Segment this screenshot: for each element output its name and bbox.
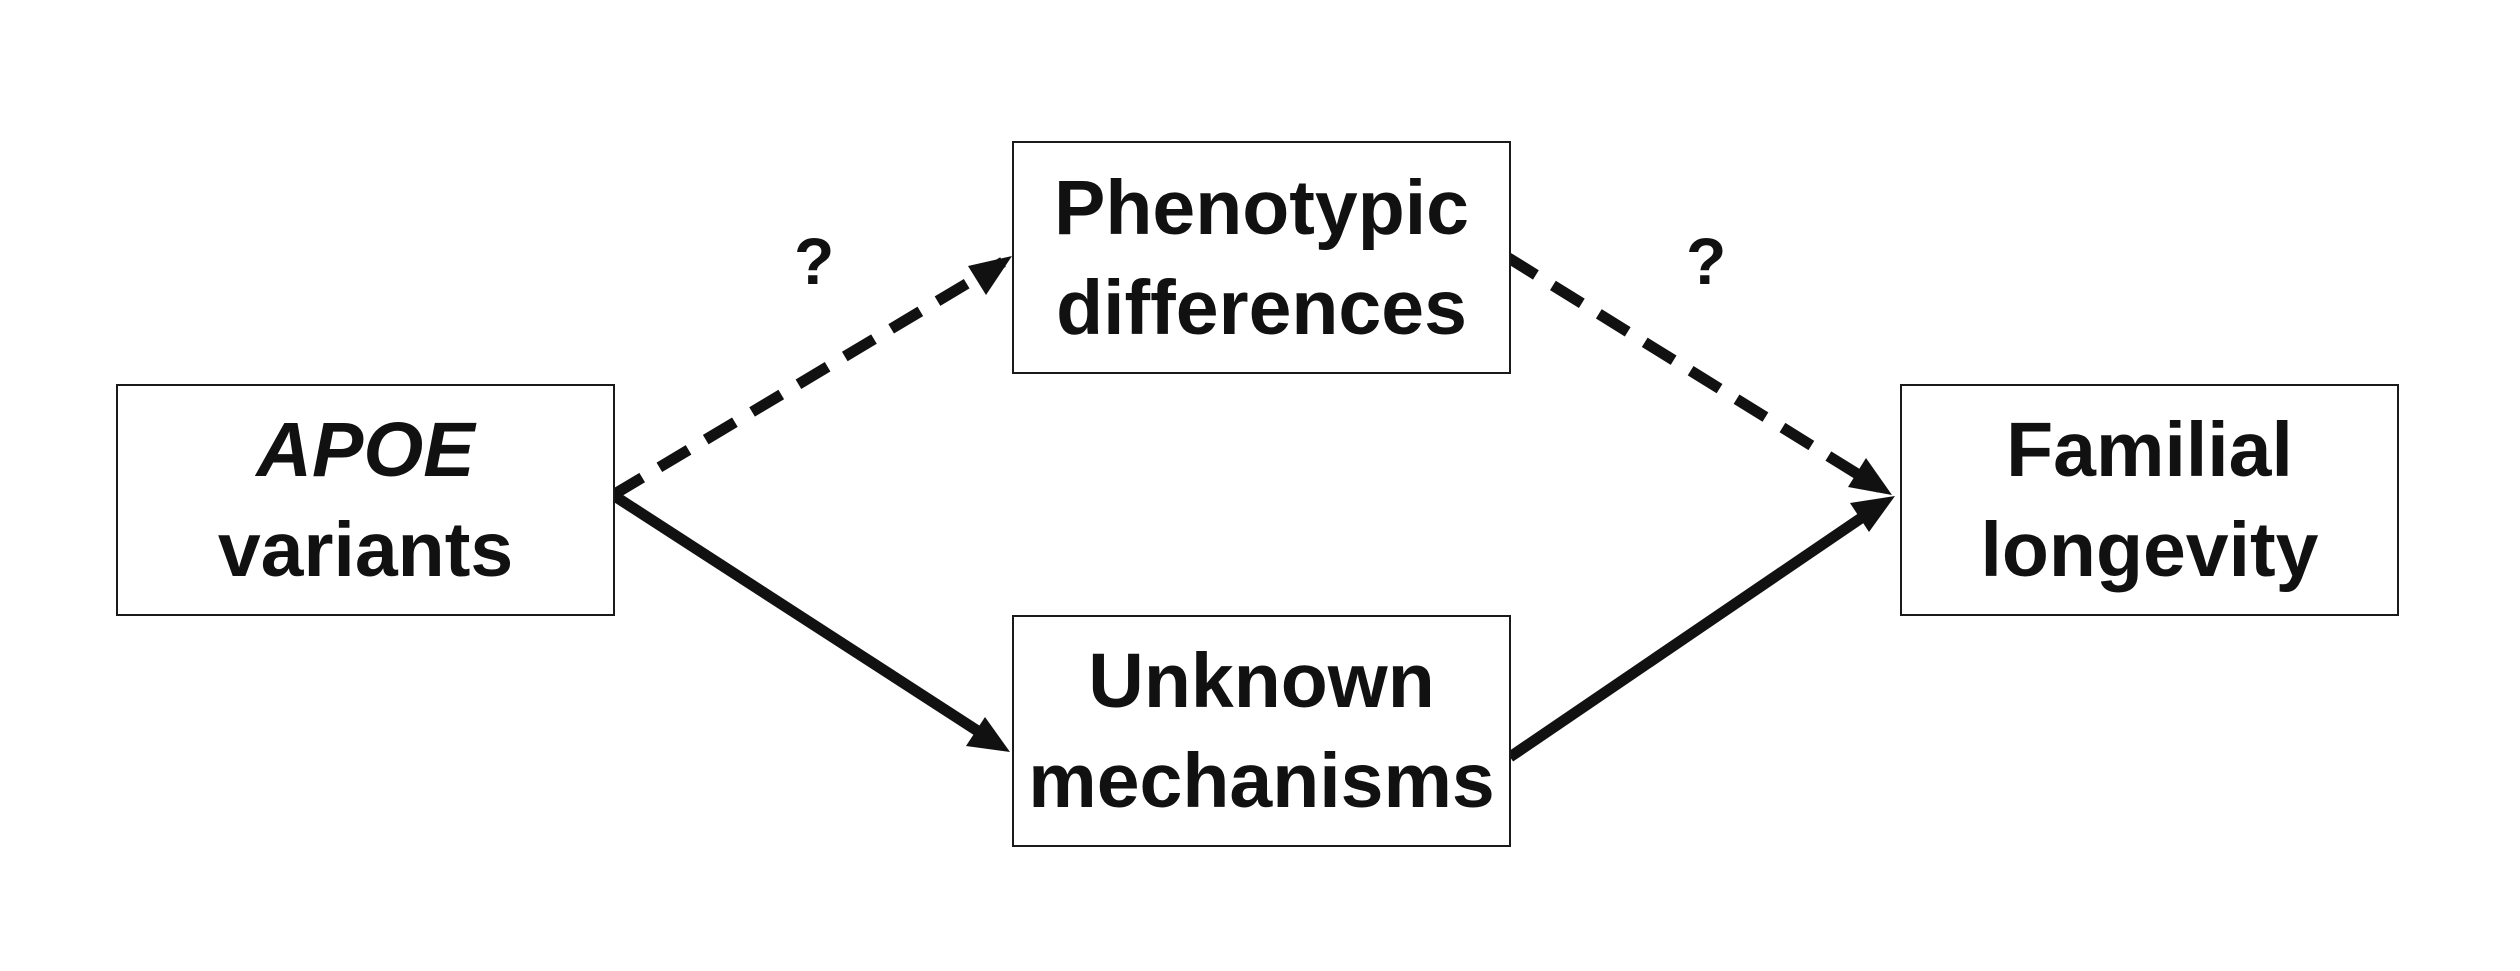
node-familial-longevity-line2: longevity (1980, 507, 2319, 593)
node-unknown-mechanisms: Unknown mechanisms (1012, 615, 1511, 847)
edge-apoe-to-phenotypic-arrow (610, 257, 1006, 500)
node-apoe-variants-line1: APOE (256, 407, 475, 493)
node-familial-longevity: Familial longevity (1900, 384, 2399, 616)
node-apoe-variants-line2: variants (217, 507, 514, 593)
node-phenotypic-differences-line2: differences (1056, 264, 1467, 351)
edge-unknown-to-longevity-arrowhead (1850, 496, 1895, 532)
edge-apoe-to-phenotypic-label: ? (794, 224, 835, 298)
edge-phenotypic-to-longevity-arrowhead (1848, 458, 1892, 495)
node-phenotypic-differences: Phenotypic differences (1012, 141, 1511, 374)
node-unknown-mechanisms-line2: mechanisms (1028, 738, 1495, 824)
edge-apoe-to-unknown-arrow (610, 490, 990, 742)
node-apoe-variants: APOE variants (116, 384, 615, 616)
node-unknown-mechanisms-line1: Unknown (1088, 638, 1435, 724)
edge-unknown-to-longevity-arrow (1506, 505, 1877, 762)
edge-apoe-to-phenotypic-arrowhead (968, 256, 1012, 295)
edge-apoe-to-unknown-arrowhead (966, 717, 1010, 752)
node-phenotypic-differences-line1: Phenotypic (1053, 164, 1469, 251)
node-familial-longevity-line1: Familial (2006, 407, 2293, 493)
edge-phenotypic-to-longevity-label: ? (1686, 224, 1727, 298)
edge-phenotypic-to-longevity-arrow (1504, 252, 1883, 493)
